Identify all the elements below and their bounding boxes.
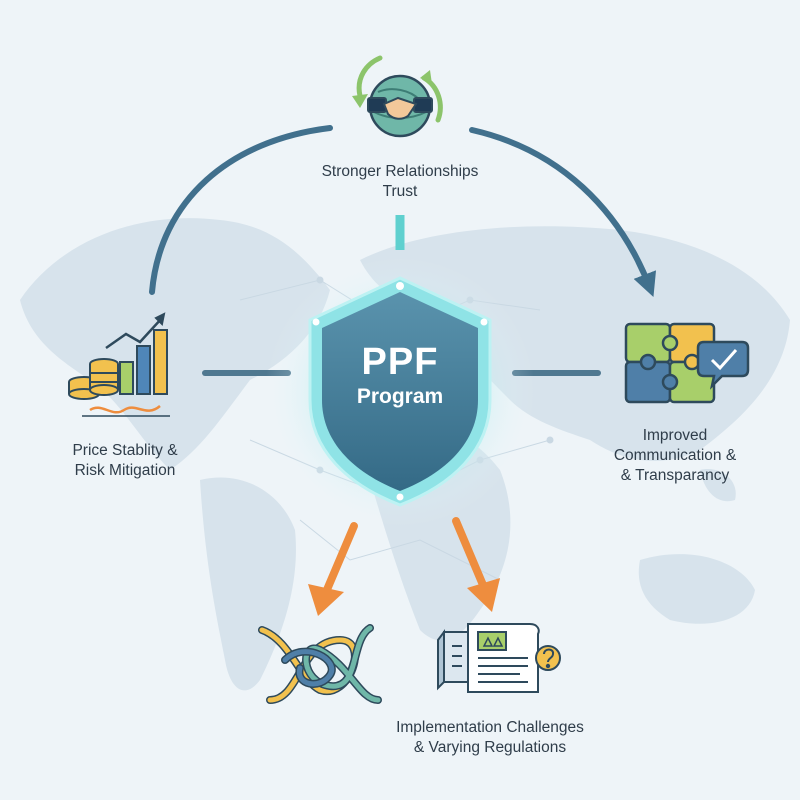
- arc-left-to-top: [149, 125, 333, 295]
- tangled-rope-icon: [258, 624, 382, 704]
- center-title: PPF: [361, 341, 439, 383]
- node-label-right: Improved Communication & & Transparancy: [590, 426, 760, 486]
- puzzle-check-icon: [624, 322, 750, 404]
- shield-dot-top: [396, 282, 404, 290]
- center-subtitle: Program: [356, 385, 444, 408]
- orange-arrow-left: [308, 522, 358, 616]
- node-label-bottom-line1: Implementation Challenges: [396, 719, 584, 736]
- node-label-top-line2: Trust: [382, 183, 418, 200]
- node-label-right-line1: Improved: [642, 427, 708, 444]
- node-label-bottom-line2: & Varying Regulations: [413, 739, 567, 756]
- documents-question-icon: [437, 623, 561, 693]
- arc-top-to-right: [469, 127, 657, 297]
- node-label-top: Stronger Relationships Trust: [280, 162, 520, 202]
- node-label-left-line2: Risk Mitigation: [74, 462, 176, 479]
- handshake-globe-icon: [352, 55, 443, 138]
- center-label: PPF Program: [320, 340, 480, 410]
- shield-dot-bottom: [396, 493, 404, 501]
- node-label-right-line3: & Transparancy: [620, 467, 730, 484]
- node-label-bottom: Implementation Challenges & Varying Regu…: [370, 718, 610, 758]
- orange-arrow-right: [452, 517, 500, 612]
- node-label-left: Price Stablity & Risk Mitigation: [40, 441, 210, 481]
- node-label-right-line2: Communication &: [613, 447, 737, 464]
- shield-dot-right: [480, 318, 488, 326]
- shield-body: [322, 292, 478, 491]
- coins-bar-chart-icon: [68, 312, 170, 417]
- node-label-left-line1: Price Stablity &: [72, 442, 178, 459]
- shield-dot-left: [312, 318, 320, 326]
- node-label-top-line1: Stronger Relationships: [321, 163, 479, 180]
